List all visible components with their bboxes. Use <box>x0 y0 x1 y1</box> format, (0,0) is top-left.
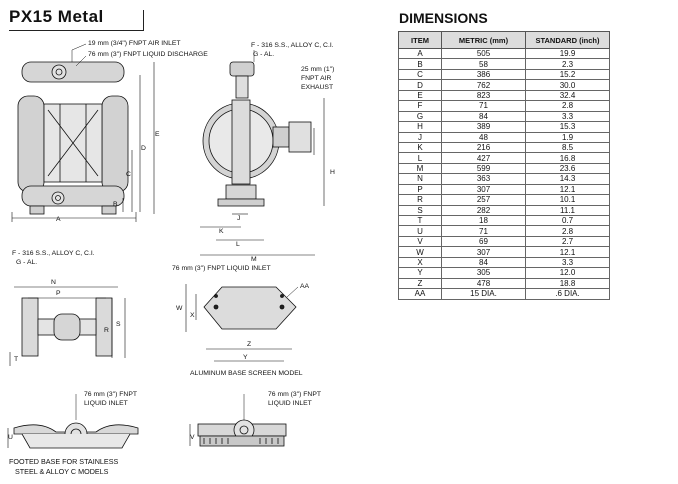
dim-letter-p: P <box>56 290 61 297</box>
dim-letter-z: Z <box>247 341 252 348</box>
footed-caption-line1: FOOTED BASE FOR STAINLESS <box>9 457 119 466</box>
title-corner-line <box>143 10 144 31</box>
dim-letter-m: M <box>251 256 257 263</box>
dim-letter-l: L <box>236 241 240 248</box>
table-header-row: ITEM METRIC (mm) STANDARD (inch) <box>398 31 610 49</box>
dim-letter-y: Y <box>243 354 248 361</box>
screen-inlet-callout-line2: LIQUID INLET <box>268 400 312 407</box>
side-view-drawing <box>200 50 325 256</box>
side-material-callout-line1: F - 316 S.S., ALLOY C, C.I. <box>251 42 334 49</box>
dim-letter-j: J <box>237 215 241 222</box>
exhaust-callout-line2: FNPT AIR <box>301 75 332 82</box>
base-view-drawing <box>9 286 126 366</box>
page-title: PX15 Metal <box>9 7 104 26</box>
column-header-item: ITEM <box>398 31 442 49</box>
base-screen-drawing <box>185 284 299 362</box>
air-inlet-callout: 19 mm (3/4") FNPT AIR INLET <box>88 40 181 47</box>
dimensions-heading: DIMENSIONS <box>399 10 488 26</box>
base-material-callout-line1: F - 316 S.S., ALLOY C, C.I. <box>12 250 95 257</box>
screen-inlet-callout-line1: 76 mm (3") FNPT <box>268 391 322 398</box>
exhaust-callout-line1: 25 mm (1") <box>301 66 335 73</box>
dim-letter-b: B <box>113 201 118 208</box>
side-liquid-inlet-callout: 76 mm (3") FNPT LIQUID INLET <box>172 265 271 272</box>
side-material-callout-line2: G - AL. <box>253 51 275 58</box>
dim-letter-t: T <box>14 356 19 363</box>
liquid-discharge-callout: 76 mm (3") FNPT LIQUID DISCHARGE <box>88 51 208 58</box>
footed-caption-line2: STEEL & ALLOY C MODELS <box>15 467 109 476</box>
footed-inlet-callout-line2: LIQUID INLET <box>84 400 128 407</box>
dim-letter-v: V <box>190 434 195 441</box>
dim-letter-s: S <box>116 321 121 328</box>
dim-letter-aa: AA <box>300 283 310 290</box>
dim-letter-a: A <box>56 216 61 223</box>
dim-letter-d: D <box>141 145 146 152</box>
dim-letter-u: U <box>8 434 13 441</box>
dim-letter-c: C <box>126 171 131 178</box>
title-underline <box>9 30 143 31</box>
dim-letter-n: N <box>51 279 56 286</box>
footed-inlet-callout-line1: 76 mm (3") FNPT <box>84 391 138 398</box>
front-view-drawing <box>11 43 155 222</box>
dim-letter-k: K <box>219 228 224 235</box>
dim-letter-w: W <box>176 305 183 312</box>
dim-letter-e: E <box>155 131 160 138</box>
dim-letter-r: R <box>104 327 109 334</box>
screen-base-side-drawing <box>189 394 287 447</box>
dim-letter-h: H <box>330 169 335 176</box>
dim-letter-x: X <box>190 312 195 319</box>
footed-base-drawing <box>7 394 139 449</box>
base-screen-caption: ALUMINUM BASE SCREEN MODEL <box>190 370 303 377</box>
base-material-callout-line2: G - AL. <box>16 259 38 266</box>
exhaust-callout-line3: EXHAUST <box>301 84 334 91</box>
cell-standard: .6 DIA. <box>525 288 610 300</box>
